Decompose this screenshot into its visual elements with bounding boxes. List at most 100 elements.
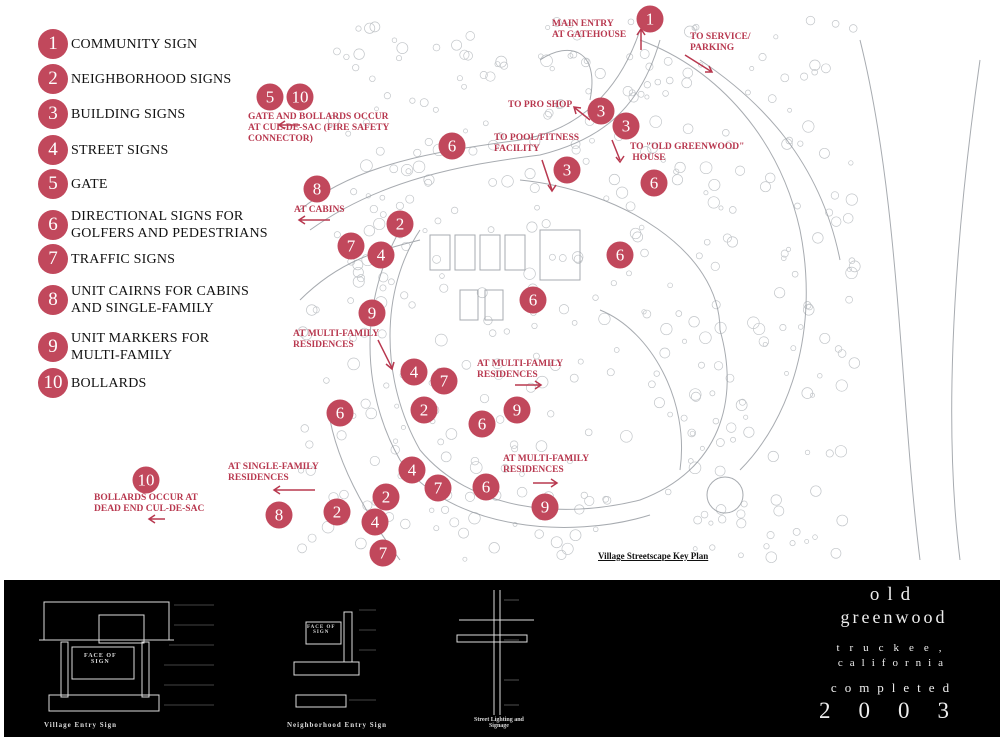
tree-symbol	[569, 529, 582, 542]
tree-symbol	[763, 543, 770, 550]
tree-symbol	[540, 54, 553, 67]
sign-marker-9[interactable]: 9	[358, 299, 386, 327]
tree-symbol	[639, 49, 650, 59]
sign-marker-2[interactable]: 2	[410, 396, 438, 424]
sign-marker-7[interactable]: 7	[369, 539, 397, 567]
sign-marker-7[interactable]: 7	[337, 232, 365, 260]
tree-symbol	[802, 304, 815, 316]
tree-symbol	[487, 139, 499, 151]
tree-symbol	[688, 461, 702, 475]
tree-symbol	[817, 373, 823, 379]
legend-label: NEIGHBORHOOD SIGNS	[71, 71, 232, 87]
map-annotation: GATE AND BOLLARDS OCCUR AT CUL-DE-SAC (F…	[248, 112, 390, 144]
sign-marker-9[interactable]: 9	[531, 493, 559, 521]
sign-marker-4[interactable]: 4	[367, 241, 395, 269]
sign-marker-4[interactable]: 4	[361, 508, 389, 536]
tree-symbol	[336, 430, 347, 441]
tree-symbol	[396, 55, 403, 62]
sign-marker-6[interactable]: 6	[468, 410, 496, 438]
tree-symbol	[767, 94, 777, 103]
tree-symbol	[687, 458, 694, 464]
tree-symbol	[688, 316, 700, 328]
legend-label: UNIT CAIRNS FOR CABINS AND SINGLE-FAMILY	[71, 284, 250, 316]
sign-marker-8[interactable]: 8	[265, 501, 293, 529]
tree-symbol	[543, 111, 552, 120]
tree-symbol	[566, 22, 574, 29]
sign-marker-9[interactable]: 9	[503, 396, 531, 424]
tree-symbol	[644, 94, 650, 100]
tree-symbol	[767, 450, 779, 463]
tree-symbol	[589, 137, 595, 144]
tree-symbol	[671, 174, 683, 186]
tree-symbol	[628, 89, 636, 97]
tree-symbol	[432, 254, 442, 264]
tree-symbol	[545, 25, 551, 31]
tree-symbol	[432, 106, 439, 113]
tree-symbol	[718, 515, 727, 524]
tree-symbol	[524, 168, 536, 180]
sign-marker-3[interactable]: 3	[612, 112, 640, 140]
sign-marker-4[interactable]: 4	[398, 456, 426, 484]
tree-symbol	[810, 485, 822, 497]
sign-marker-6[interactable]: 6	[640, 169, 668, 197]
sign-marker-6[interactable]: 6	[606, 241, 634, 269]
tree-symbol	[667, 411, 673, 418]
tree-symbol	[394, 403, 400, 409]
tree-symbol	[825, 449, 834, 458]
tree-symbol	[345, 130, 352, 137]
tree-symbol	[464, 491, 476, 502]
sign-marker-10[interactable]: 10	[132, 466, 160, 494]
tree-symbol	[378, 272, 389, 283]
tree-symbol	[628, 92, 639, 103]
tree-symbol	[323, 377, 330, 384]
tree-symbol	[812, 232, 824, 244]
legend-number-badge: 8	[38, 285, 68, 315]
sign-marker-6[interactable]: 6	[438, 132, 466, 160]
sign-marker-2[interactable]: 2	[323, 498, 351, 526]
tree-symbol	[554, 100, 564, 109]
sign-marker-5[interactable]: 5	[256, 83, 284, 111]
tree-symbol	[691, 25, 698, 31]
tree-symbol	[581, 57, 591, 68]
tree-symbol	[594, 68, 606, 79]
tree-symbol	[529, 183, 540, 193]
sign-marker-10[interactable]: 10	[286, 83, 314, 111]
sign-marker-6[interactable]: 6	[472, 473, 500, 501]
tree-symbol	[687, 428, 696, 438]
sign-marker-6[interactable]: 6	[519, 286, 547, 314]
tree-symbol	[681, 77, 693, 89]
tree-symbol	[831, 19, 840, 28]
sign-marker-2[interactable]: 2	[372, 483, 400, 511]
tree-symbol	[569, 50, 578, 59]
tree-symbol	[451, 39, 463, 51]
tree-symbol	[544, 108, 554, 118]
tree-symbol	[297, 543, 307, 554]
sign-marker-4[interactable]: 4	[400, 358, 428, 386]
tree-symbol	[791, 270, 799, 278]
map-annotation: TO SERVICE/ PARKING	[690, 32, 751, 53]
sign-marker-3[interactable]: 3	[553, 156, 581, 184]
tree-symbol	[533, 352, 540, 360]
sign-marker-8[interactable]: 8	[303, 175, 331, 203]
tree-symbol	[488, 542, 500, 554]
sign-marker-6[interactable]: 6	[326, 399, 354, 427]
site-plan-sketch	[147, 15, 981, 563]
tree-symbol	[357, 274, 366, 283]
tree-symbol	[424, 178, 433, 187]
sign-marker-1[interactable]: 1	[636, 5, 664, 33]
sign-marker-3[interactable]: 3	[587, 97, 615, 125]
tree-symbol	[558, 304, 570, 315]
tree-symbol	[710, 261, 720, 271]
sign-marker-2[interactable]: 2	[386, 210, 414, 238]
tree-symbol	[821, 63, 831, 74]
sign-marker-7[interactable]: 7	[424, 474, 452, 502]
tree-symbol	[837, 349, 847, 358]
tree-symbol	[709, 544, 716, 551]
tree-symbol	[390, 445, 400, 455]
tree-symbol	[729, 206, 737, 214]
tree-symbol	[501, 175, 514, 188]
tree-symbol	[383, 382, 390, 389]
sign-marker-7[interactable]: 7	[430, 367, 458, 395]
